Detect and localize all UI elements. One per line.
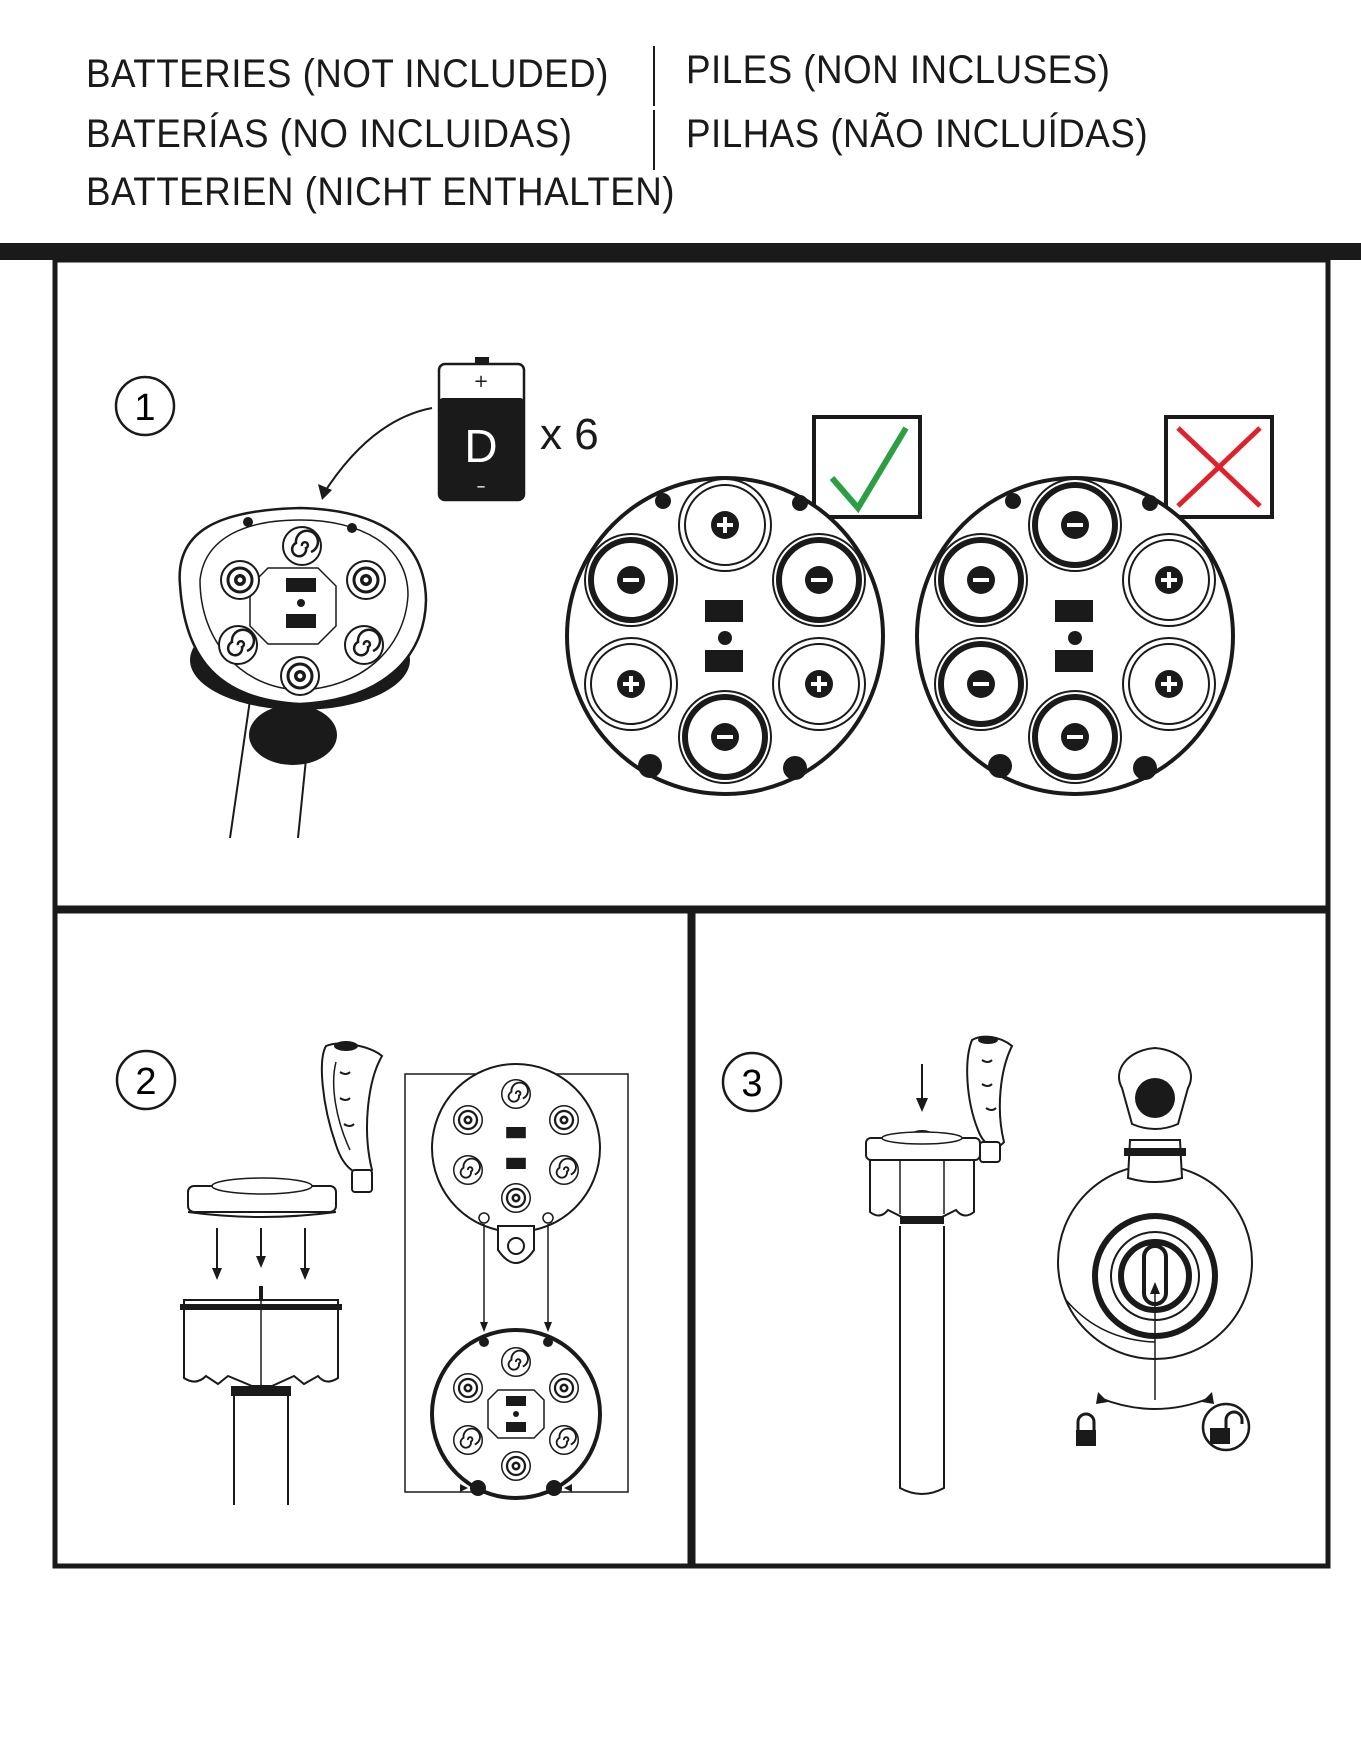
holder-alignment-diagram — [405, 1064, 628, 1498]
step-2-marker: 2 — [117, 1051, 175, 1109]
panel-step-2 — [55, 911, 690, 1566]
svg-text:1: 1 — [134, 387, 155, 429]
svg-text:+: + — [473, 371, 488, 392]
svg-text:3: 3 — [741, 1063, 762, 1105]
unlocked-padlock-icon — [1203, 1404, 1249, 1450]
lamp-base-body — [180, 1286, 342, 1505]
step-1-marker: 1 — [116, 377, 174, 435]
wrong-arrangement-diagram — [917, 478, 1233, 794]
correct-arrangement-diagram — [567, 478, 883, 794]
insert-arrow — [322, 408, 432, 496]
d-battery-icon: + D – — [439, 357, 524, 500]
locked-padlock-icon — [1076, 1414, 1096, 1446]
step-3-marker: 3 — [723, 1053, 781, 1111]
wrong-cross-icon — [1166, 417, 1272, 517]
svg-text:2: 2 — [135, 1061, 156, 1103]
battery-holder-perspective — [180, 508, 426, 838]
lamp-cap-with-handle — [188, 1041, 382, 1217]
assembled-lamp-side — [866, 1036, 1012, 1494]
correct-check-icon — [814, 417, 920, 517]
svg-text:–: – — [477, 476, 486, 497]
down-arrows — [212, 1228, 310, 1280]
lamp-top-view-lock — [1058, 1048, 1252, 1409]
battery-quantity: x 6 — [540, 410, 599, 459]
svg-text:D: D — [464, 420, 497, 472]
